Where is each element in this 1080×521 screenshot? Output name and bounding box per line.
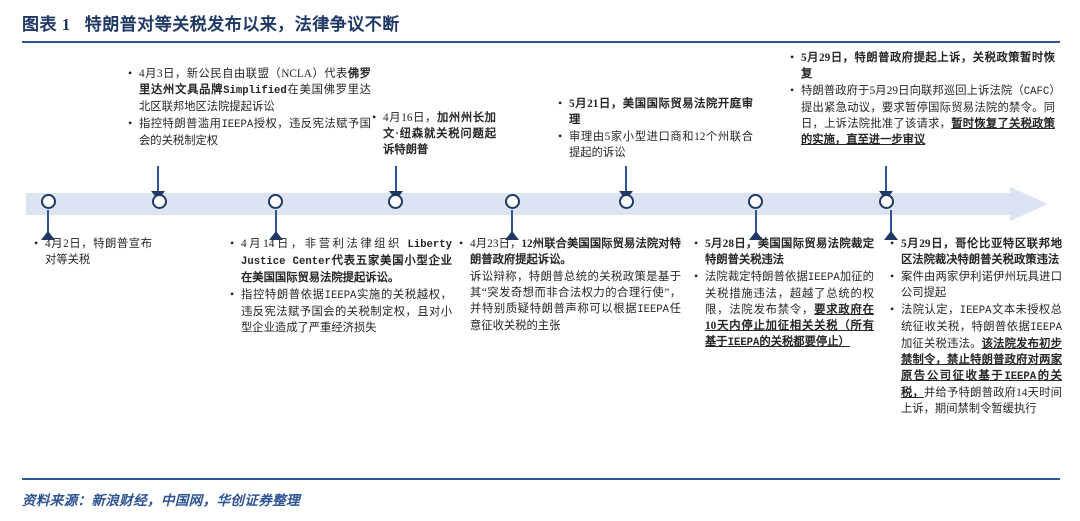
event-bullets-may29-appeal: 5月29日，特朗普政府提起上诉，关税政策暂时恢复 特朗普政府于5月29日向联邦巡… bbox=[790, 49, 1055, 148]
list-item: 诉讼辩称，特朗普总统的关税政策是基于其“突发奇想而非合法权力的合理行使”，并特别… bbox=[470, 271, 681, 333]
event-block-apr16: 4月16日，加州州长加文·纽森就关税问题起诉特朗普 bbox=[372, 109, 496, 159]
list-item: 法院认定，IEEPA文本未授权总统征收关税，特朗普依据IEEPA加征关税违法。该… bbox=[890, 301, 1062, 417]
list-item: 案件由两家伊利诺伊州玩具进口公司提起 bbox=[890, 268, 1062, 301]
connector-up-apr14 bbox=[269, 202, 283, 240]
figure-header: 图表 1 特朗普对等关税发布以来，法律争议不断 bbox=[22, 10, 1062, 43]
arrow-up-icon bbox=[269, 231, 283, 240]
timeline-node-2[interactable] bbox=[151, 194, 167, 209]
connector-up-apr23 bbox=[505, 202, 519, 240]
timeline-node-7[interactable] bbox=[747, 194, 763, 209]
event-bullets-apr03: 4月3日，新公民自由联盟（NCLA）代表佛罗里达州文具品牌Simplified在… bbox=[128, 65, 371, 149]
header-divider bbox=[22, 41, 1060, 43]
list-item: 5月29日，哥伦比亚特区联邦地区法院裁决特朗普关税政策违法 bbox=[890, 235, 1062, 268]
timeline-node-3[interactable] bbox=[268, 194, 284, 209]
footer-divider bbox=[22, 478, 1060, 480]
event-block-apr03: 4月3日，新公民自由联盟（NCLA）代表佛罗里达州文具品牌Simplified在… bbox=[128, 65, 371, 150]
timeline-node-6[interactable] bbox=[618, 194, 634, 209]
connector-up-apr02 bbox=[41, 202, 55, 240]
list-item: 4月23日，12州联合美国国际贸易法院对特朗普政府提起诉讼。 bbox=[459, 235, 681, 268]
arrow-up-icon bbox=[41, 231, 55, 240]
source-note: 资料来源：新浪财经，中国网，华创证券整理 bbox=[22, 493, 300, 508]
list-item: 4月2日，特朗普宣布对等关税 bbox=[34, 235, 152, 268]
event-block-may29-appeal: 5月29日，特朗普政府提起上诉，关税政策暂时恢复 特朗普政府于5月29日向联邦巡… bbox=[790, 49, 1055, 149]
list-item: 4月16日，加州州长加文·纽森就关税问题起诉特朗普 bbox=[372, 109, 496, 158]
event-block-apr14: 4月14日，非营利法律组织 Liberty Justice Center代表五家… bbox=[230, 235, 452, 337]
figure-number: 图表 1 bbox=[22, 15, 71, 34]
list-item: 5月29日，特朗普政府提起上诉，关税政策暂时恢复 bbox=[790, 49, 1055, 82]
arrow-up-icon bbox=[884, 231, 898, 240]
event-block-apr23: 4月23日，12州联合美国国际贸易法院对特朗普政府提起诉讼。 诉讼辩称，特朗普总… bbox=[459, 235, 681, 335]
event-block-may29-dc: 5月29日，哥伦比亚特区联邦地区法院裁决特朗普关税政策违法 案件由两家伊利诺伊州… bbox=[890, 235, 1062, 418]
event-block-may21: 5月21日，美国国际贸易法院开庭审理 审理由5家小型进口商和12个州联合提起的诉… bbox=[558, 95, 753, 162]
event-block-may28: 5月28日，美国国际贸易法院裁定特朗普关税违法 法院裁定特朗普依据IEEPA加征… bbox=[694, 235, 874, 352]
list-item: 指控特朗普滥用IEEPA授权，违反宪法赋予国会的关税制定权 bbox=[128, 115, 371, 149]
event-bullets-apr16: 4月16日，加州州长加文·纽森就关税问题起诉特朗普 bbox=[372, 109, 496, 158]
list-item: 5月28日，美国国际贸易法院裁定特朗普关税违法 bbox=[694, 235, 874, 268]
list-item: 4月14日，非营利法律组织 Liberty Justice Center代表五家… bbox=[230, 235, 452, 286]
figure-footer: 资料来源：新浪财经，中国网，华创证券整理 bbox=[22, 478, 1060, 509]
timeline-node-4[interactable] bbox=[388, 194, 404, 209]
event-bullets-may28: 5月28日，美国国际贸易法院裁定特朗普关税违法 法院裁定特朗普依据IEEPA加征… bbox=[694, 235, 874, 351]
timeline-axis bbox=[26, 187, 1050, 221]
event-bullets-may29-dc: 5月29日，哥伦比亚特区联邦地区法院裁决特朗普关税政策违法 案件由两家伊利诺伊州… bbox=[890, 235, 1062, 417]
list-item: 特朗普政府于5月29日向联邦巡回上诉法院（CAFC）提出紧急动议，要求暂停国际贸… bbox=[790, 82, 1055, 148]
list-item: 5月21日，美国国际贸易法院开庭审理 bbox=[558, 95, 753, 128]
figure-title-text: 特朗普对等关税发布以来，法律争议不断 bbox=[84, 15, 400, 34]
arrow-up-icon bbox=[749, 231, 763, 240]
list-item: 法院裁定特朗普依据IEEPA加征的关税措施违法，超越了总统的权限，法院发布禁令，… bbox=[694, 268, 874, 351]
event-bullets-may21: 5月21日，美国国际贸易法院开庭审理 审理由5家小型进口商和12个州联合提起的诉… bbox=[558, 95, 753, 161]
list-item: 4月3日，新公民自由联盟（NCLA）代表佛罗里达州文具品牌Simplified在… bbox=[128, 65, 371, 115]
connector-up-may28 bbox=[749, 202, 763, 240]
list-item: 指控特朗普依据IEEPA实施的关税越权，违反宪法赋予国会的关税制定权，且对小型企… bbox=[230, 286, 452, 336]
connector-up-may29-dc bbox=[884, 202, 898, 240]
timeline-node-5[interactable] bbox=[504, 194, 520, 209]
event-bullets-apr14: 4月14日，非营利法律组织 Liberty Justice Center代表五家… bbox=[230, 235, 452, 336]
arrow-up-icon bbox=[505, 231, 519, 240]
event-block-apr02: 4月2日，特朗普宣布对等关税 bbox=[34, 235, 152, 269]
event-bullets-apr02: 4月2日，特朗普宣布对等关税 bbox=[34, 235, 152, 268]
timeline-arrow-head-icon bbox=[1010, 187, 1048, 221]
timeline-node-8[interactable] bbox=[878, 194, 894, 209]
page-title: 图表 1 特朗普对等关税发布以来，法律争议不断 bbox=[22, 10, 1062, 35]
list-item: 审理由5家小型进口商和12个州联合提起的诉讼 bbox=[558, 128, 753, 161]
event-bullets-apr23: 4月23日，12州联合美国国际贸易法院对特朗普政府提起诉讼。 诉讼辩称，特朗普总… bbox=[459, 235, 681, 334]
timeline-node-1[interactable] bbox=[41, 194, 57, 209]
